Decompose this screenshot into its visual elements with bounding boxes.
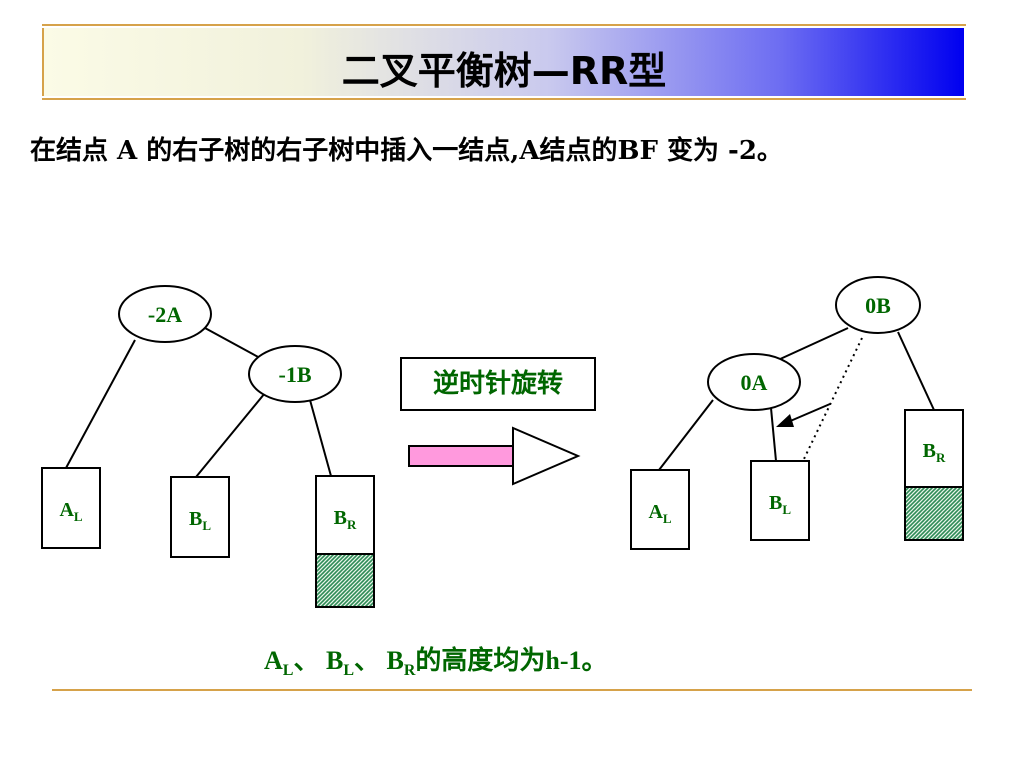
note-base: A bbox=[264, 646, 283, 675]
subtree-box-before-bl: BL bbox=[170, 476, 230, 558]
box-sub: L bbox=[74, 509, 83, 524]
node-before-root: -2A bbox=[118, 285, 212, 343]
note-sub: R bbox=[403, 662, 416, 680]
edge-b-bl bbox=[195, 392, 266, 478]
edge-a-al bbox=[65, 339, 136, 469]
description-text: 在结点 A 的右子树的右子树中插入一结点,A结点的BF 变为 -2。 bbox=[30, 136, 783, 166]
note-tail: 的高度均为h-1。 bbox=[415, 646, 608, 675]
bottom-divider bbox=[52, 689, 972, 691]
box-base: A bbox=[648, 501, 663, 523]
edge-a-bl-after bbox=[770, 407, 777, 462]
box-base: B bbox=[923, 440, 936, 462]
subtree-box-before-br: BR bbox=[315, 475, 375, 608]
note-base: B bbox=[325, 646, 344, 675]
subtree-box-after-al: AL bbox=[630, 469, 690, 550]
note-sub: L bbox=[343, 662, 354, 680]
node-after-root: 0B bbox=[835, 276, 921, 334]
box-base: B bbox=[189, 508, 202, 530]
slide-title: 二叉平衡树—RR型 bbox=[341, 49, 667, 93]
inserted-node-block bbox=[315, 553, 375, 608]
box-sub: L bbox=[202, 518, 211, 533]
svg-text:AL: AL bbox=[648, 501, 671, 526]
rotation-label: 逆时针旋转 bbox=[400, 357, 596, 411]
box-base: B bbox=[769, 492, 782, 514]
box-sub: R bbox=[936, 450, 946, 465]
height-note: AL、 BL、 BR的高度均为h-1。 bbox=[264, 640, 608, 680]
box-base: B bbox=[334, 507, 347, 529]
svg-text:BL: BL bbox=[769, 492, 791, 517]
note-sep: 、 bbox=[353, 646, 387, 675]
reattach-arrow bbox=[776, 403, 831, 427]
note-sep: 、 bbox=[293, 646, 326, 675]
node-before-child: -1B bbox=[248, 345, 342, 403]
edge-a-b bbox=[204, 327, 261, 359]
title-bar: 二叉平衡树—RR型 bbox=[42, 24, 966, 100]
node-after-child: 0A bbox=[707, 353, 801, 411]
svg-text:BR: BR bbox=[923, 440, 946, 465]
box-base: A bbox=[59, 499, 74, 521]
subtree-box-after-bl: BL bbox=[750, 460, 810, 541]
subtree-box-before-al: AL bbox=[41, 467, 101, 549]
node-label: -2A bbox=[148, 302, 182, 327]
edge-b-br bbox=[309, 399, 332, 477]
svg-text:BR: BR bbox=[334, 507, 357, 532]
note-sub: L bbox=[282, 662, 294, 680]
rotation-arrow bbox=[408, 426, 581, 486]
svg-text:BL: BL bbox=[189, 508, 211, 533]
node-label: 0A bbox=[741, 370, 768, 395]
edge-a-al-after bbox=[658, 399, 714, 471]
box-sub: L bbox=[663, 511, 672, 526]
edge-b-br-after bbox=[897, 331, 935, 411]
dotted-old-edge bbox=[802, 337, 863, 462]
edge-b-a bbox=[777, 327, 849, 361]
box-sub: R bbox=[347, 517, 357, 532]
svg-text:AL: AL bbox=[59, 499, 82, 524]
node-label: -1B bbox=[279, 362, 312, 387]
note-base: B bbox=[386, 646, 404, 675]
node-label: 0B bbox=[865, 293, 891, 318]
inserted-node-block bbox=[904, 486, 964, 541]
box-sub: L bbox=[782, 502, 791, 517]
subtree-box-after-br: BR bbox=[904, 409, 964, 541]
